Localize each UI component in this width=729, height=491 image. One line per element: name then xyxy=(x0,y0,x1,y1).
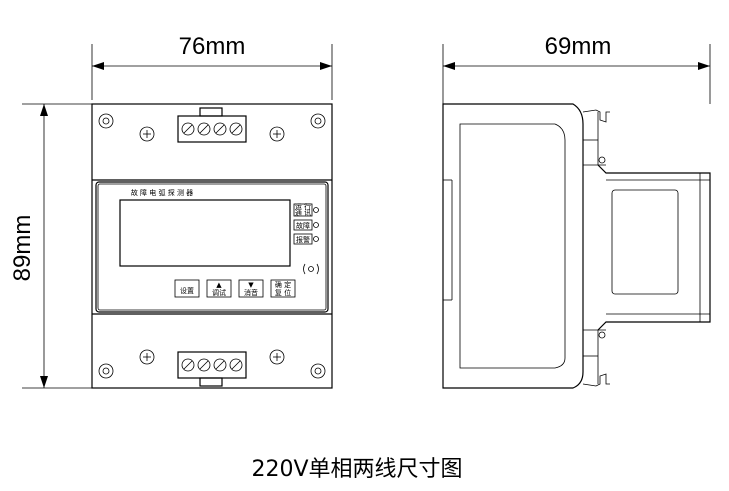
top-terminal-screws xyxy=(181,122,243,136)
bottom-corner-screws xyxy=(98,349,326,379)
svg-text:报警: 报警 xyxy=(296,235,310,244)
button-settings[interactable]: 设置 xyxy=(174,279,200,298)
svg-text:▲: ▲ xyxy=(216,281,222,289)
svg-text:通 讯: 通 讯 xyxy=(295,208,311,217)
indicator-alarm: 报警 xyxy=(293,233,319,245)
lcd-screen xyxy=(119,199,291,267)
svg-text:故障: 故障 xyxy=(296,221,310,230)
svg-text:运 行: 运 行 xyxy=(295,202,311,211)
front-width-label: 76mm xyxy=(179,33,246,60)
svg-text:▼: ▼ xyxy=(248,281,254,289)
indicator-fault: 故障 xyxy=(293,219,319,231)
panel-title: 故 障 电 弧 探 测 器 xyxy=(131,188,193,197)
svg-text:设置: 设置 xyxy=(180,286,194,295)
svg-text:调试: 调试 xyxy=(212,288,226,297)
svg-text:确 定: 确 定 xyxy=(275,280,291,289)
svg-text:复 位: 复 位 xyxy=(275,288,291,297)
front-view: 76mm 89mm xyxy=(9,33,333,389)
svg-text:消音: 消音 xyxy=(244,288,258,297)
bottom-terminal-screws xyxy=(181,358,243,372)
top-corner-screws xyxy=(98,113,326,142)
button-down-mute[interactable]: ▼ 消音 xyxy=(238,279,264,298)
diagram-caption: 220V单相两线尺寸图 xyxy=(251,457,462,482)
indicator-run: 运 行 通 讯 xyxy=(293,202,319,217)
button-up-debug[interactable]: ▲ 调试 xyxy=(206,279,232,298)
side-width-label: 69mm xyxy=(545,33,612,60)
side-view: 69mm xyxy=(442,33,711,389)
button-confirm-reset[interactable]: 确 定 复 位 xyxy=(270,279,296,298)
height-label: 89mm xyxy=(9,215,36,282)
wireless-icon xyxy=(303,263,319,275)
